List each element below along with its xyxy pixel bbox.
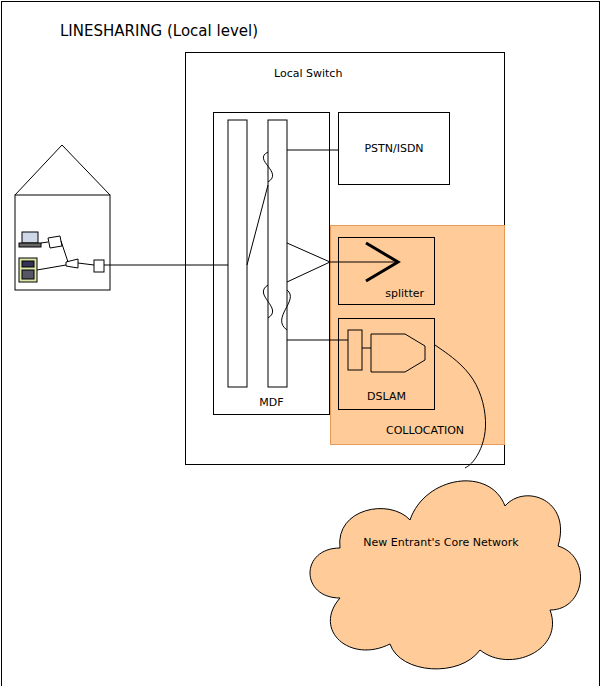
connector-line [435,345,486,468]
equipment-box: COLLOCATION splitterDSLAM [330,225,505,445]
equipment-box: Local SwitchMDF PSTN/ISDN COLLOCATION split… [185,52,505,465]
equipment-box: PSTN/ISDN [338,112,450,185]
splitter-symbol [338,243,398,281]
diagram-title: LINESHARING (Local level) [60,22,258,40]
cloud-outline [300,468,582,673]
node-label: PSTN/ISDN [364,142,423,156]
connector-line [330,340,338,341]
node-label: New Entrant's Core Network [363,536,518,550]
connector-line [330,262,338,263]
equipment-box: MDF [213,112,330,415]
house [15,145,110,290]
connector-line [330,150,338,151]
equipment-box: splitter [338,237,435,305]
node-label: DSLAM [367,390,406,404]
mdf-wiring [213,120,330,387]
network-cloud: New Entrant's Core Network [300,468,582,673]
subscriber-line [104,265,213,266]
node-label: COLLOCATION [386,424,464,438]
node-label: Local Switch [274,67,342,81]
equipment-box: DSLAM [338,318,435,410]
node-label: splitter [385,287,424,301]
node-label: MDF [259,396,283,410]
dslam-symbol [338,330,425,372]
